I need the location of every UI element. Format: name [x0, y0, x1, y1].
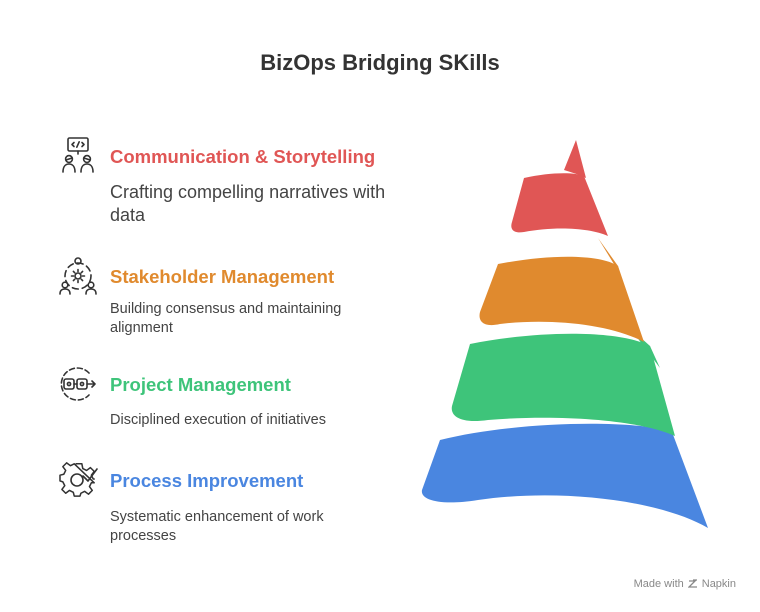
cone-layer-project [451, 333, 675, 436]
napkin-logo-icon [687, 579, 698, 589]
footer-prefix: Made with [633, 578, 684, 590]
footer-brand: Napkin [701, 578, 736, 590]
footer-credit: Made with Napkin [634, 578, 736, 590]
item-title-project: Project Management [110, 374, 291, 395]
item-title-communication: Communication & Storytelling [110, 146, 376, 167]
item-title-process: Process Improvement [110, 470, 304, 491]
item-title-stakeholder: Stakeholder Management [110, 266, 335, 287]
item-desc-communication: Crafting compelling narratives with data [110, 182, 386, 226]
diagram-title: BizOps Bridging SKills [260, 50, 500, 75]
cone-layer-stakeholder [479, 256, 644, 342]
item-desc-process: Systematic enhancement of work processes [110, 509, 324, 544]
item-desc-project: Disciplined execution of initiatives [110, 412, 326, 428]
cone-layer-process [421, 423, 708, 528]
workflow-arrow-icon [58, 364, 98, 404]
people-network-gear-icon [58, 256, 98, 296]
presenter-code-icon [58, 136, 98, 176]
item-desc-stakeholder: Building consensus and maintaining align… [110, 301, 342, 336]
gear-check-icon [58, 460, 98, 500]
cone-layer-communication [511, 173, 608, 236]
